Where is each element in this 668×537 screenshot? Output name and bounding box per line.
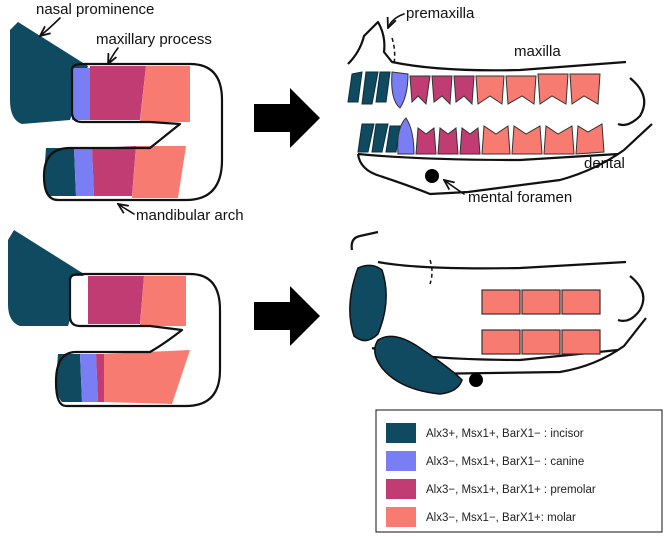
lower-molar-2-2 — [521, 329, 561, 355]
lower-incisor-2 — [371, 123, 389, 153]
legend-item-premolar: Alx3−, Msx1+, BarX1+ : premolar — [386, 479, 596, 499]
upper-canine — [391, 71, 409, 109]
pointer-premaxilla — [388, 13, 405, 28]
legend: Alx3+, Msx1+, BarX1− : incisor Alx3−, Ms… — [375, 409, 663, 533]
lower-incisor-1 — [357, 123, 375, 153]
lower-incisor-3 — [385, 125, 401, 153]
pointer-nasal — [40, 17, 61, 36]
upper-molar-2-1 — [481, 289, 521, 315]
lower-molar-1 — [481, 125, 511, 155]
legend-swatch-molar — [386, 507, 416, 527]
legend-swatch-premolar — [386, 479, 416, 499]
legend-swatch-canine — [386, 451, 416, 471]
lower-premolar-2 — [437, 127, 459, 155]
lower-molar-2-1 — [481, 329, 521, 355]
upper-canine-zone-2 — [70, 276, 88, 324]
upper-premolar-zone — [90, 66, 146, 120]
label-mental-foramen: mental foramen — [468, 189, 572, 206]
pointer-mental — [444, 180, 465, 195]
upper-molars-2 — [481, 289, 601, 315]
lower-molars-2 — [481, 329, 601, 355]
mental-foramen-dot — [425, 169, 439, 183]
upper-premolar-1 — [409, 75, 431, 106]
bottom-jaw — [349, 230, 647, 395]
label-maxillary-process: maxillary process — [96, 31, 212, 48]
lower-canine-zone — [74, 148, 94, 196]
legend-item-incisor: Alx3+, Msx1+, BarX1− : incisor — [386, 423, 584, 443]
bottom-primordia-outline — [54, 272, 222, 408]
lower-jaw-outline — [356, 123, 653, 196]
label-mandibular-arch: mandibular arch — [136, 207, 244, 224]
legend-item-molar: Alx3−, Msx1−, BarX1+: molar — [386, 507, 576, 527]
legend-swatch-incisor — [386, 423, 416, 443]
upper-incisor-3 — [375, 71, 391, 103]
label-dental: dental — [584, 155, 625, 172]
label-nasal-prominence: nasal prominence — [36, 1, 154, 18]
lower-molar-2-3 — [561, 329, 601, 355]
legend-box — [375, 409, 663, 533]
lower-canine — [397, 117, 415, 155]
lower-premolar-1 — [415, 127, 437, 155]
lower-incisor-zone-2 — [56, 354, 82, 402]
premaxilla-suture-2 — [429, 259, 433, 285]
upper-premolar-zone-2 — [88, 276, 144, 324]
lower-incisor-zone — [44, 148, 76, 196]
upper-molar-2 — [505, 75, 537, 105]
top-jaw — [347, 20, 653, 196]
upper-molar-zone — [140, 66, 190, 122]
lower-teeth — [357, 117, 605, 155]
premaxilla-suture — [391, 37, 396, 65]
lower-molar-4 — [575, 123, 605, 155]
lower-canine-zone-2 — [80, 354, 98, 402]
upper-molar-3 — [537, 73, 569, 105]
upper-molar-2-3 — [561, 289, 601, 315]
bottom-primordia — [8, 230, 222, 408]
lower-molar-3 — [543, 125, 575, 155]
upper-molar-1 — [475, 75, 505, 105]
legend-label-molar: Alx3−, Msx1−, BarX1+: molar — [426, 512, 576, 524]
upper-canine-zone — [72, 68, 92, 120]
top-jaw-outline — [347, 20, 646, 127]
upper-incisor-1 — [347, 71, 363, 103]
upper-molar-2-2 — [521, 289, 561, 315]
lower-premolar-zone — [92, 146, 136, 196]
legend-item-canine: Alx3−, Msx1+, BarX1− : canine — [386, 451, 584, 471]
transition-arrow-bottom — [254, 286, 320, 346]
upper-incisor-block — [349, 264, 387, 342]
pointer-maxillary — [108, 47, 119, 64]
upper-molar-4 — [569, 73, 601, 105]
legend-label-canine: Alx3−, Msx1+, BarX1− : canine — [426, 456, 584, 468]
top-primordia — [10, 22, 224, 202]
nasal-prominence-shape-2 — [8, 230, 84, 326]
upper-premolar-3 — [453, 75, 475, 106]
lower-molar-zone — [132, 146, 186, 198]
label-maxilla: maxilla — [514, 43, 561, 60]
bottom-jaw-outline — [350, 230, 647, 376]
upper-teeth — [347, 71, 601, 109]
upper-incisor-2 — [361, 71, 379, 105]
lower-incisor-block — [374, 335, 463, 395]
mental-foramen-dot-2 — [469, 373, 483, 387]
legend-label-premolar: Alx3−, Msx1+, BarX1+ : premolar — [426, 484, 596, 496]
legend-label-incisor: Alx3+, Msx1+, BarX1− : incisor — [426, 428, 584, 440]
label-premaxilla: premaxilla — [406, 5, 475, 22]
upper-premolar-2 — [431, 75, 453, 106]
lower-premolar-3 — [459, 127, 481, 155]
transition-arrow-top — [254, 88, 320, 148]
pointer-mandibular — [118, 204, 135, 215]
lower-gap-zone-2 — [96, 354, 104, 402]
upper-molar-zone-2 — [140, 276, 186, 326]
lower-molar-zone-2 — [104, 350, 190, 404]
lower-molar-2 — [511, 125, 543, 155]
top-primordia-outline — [42, 62, 224, 202]
nasal-prominence-shape — [10, 22, 88, 124]
